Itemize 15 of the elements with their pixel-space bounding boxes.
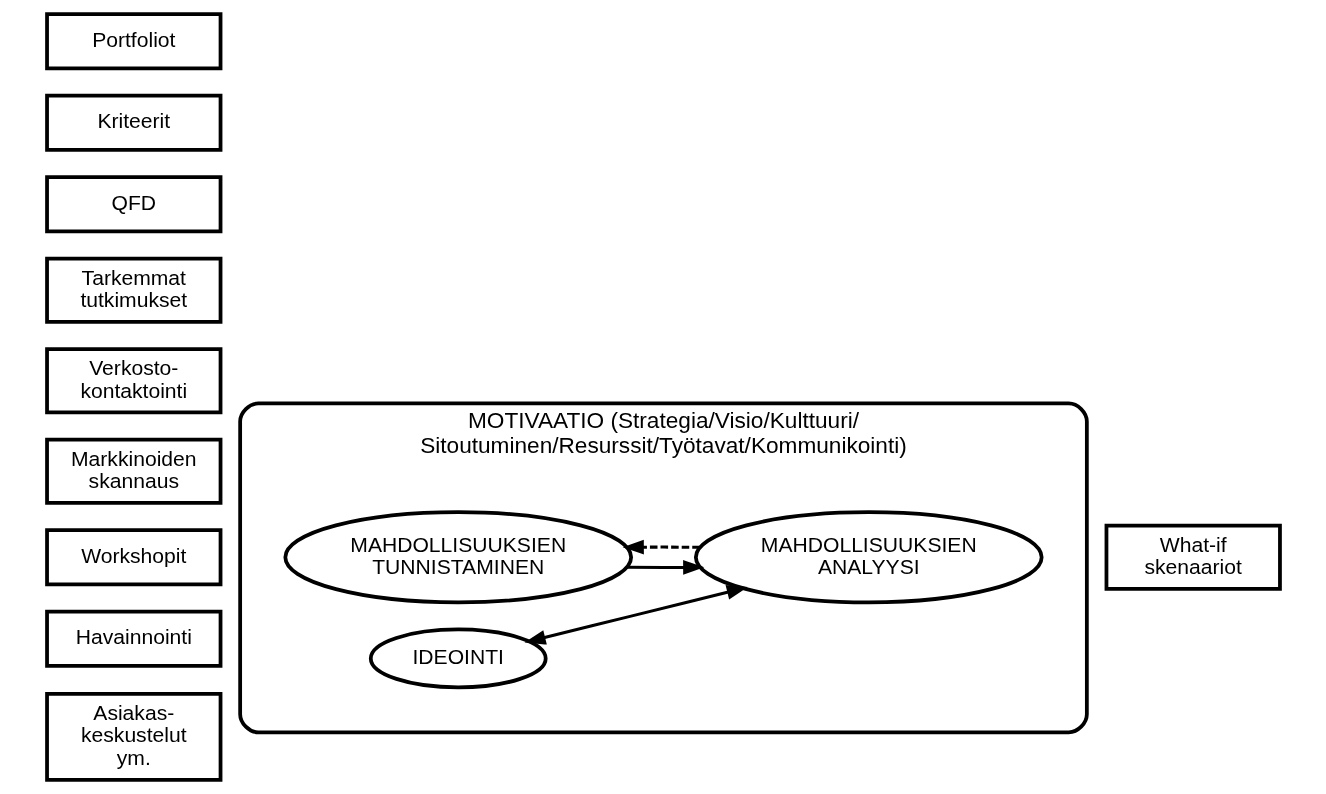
- node-box: Verkosto- kontaktointi: [44, 347, 222, 415]
- node-box: Kriteerit: [44, 93, 222, 152]
- node-box: Asiakas- keskustelut ym.: [44, 691, 222, 782]
- node-box: Workshopit: [44, 528, 222, 587]
- node-box: Havainnointi: [44, 609, 222, 668]
- node-ellipse: MAHDOLLISUUKSIEN ANALYYSI: [693, 510, 1044, 605]
- node-ellipse: MAHDOLLISUUKSIEN TUNNISTAMINEN: [282, 510, 633, 605]
- arrow: [626, 560, 704, 575]
- node-box: Tarkemmat tutkimukset: [44, 256, 222, 324]
- arrow: [622, 539, 700, 555]
- node-box: QFD: [44, 175, 222, 234]
- node-box: Markkinoiden skannaus: [44, 437, 222, 505]
- node-box: Portfoliot: [44, 12, 222, 71]
- arrow: [524, 585, 748, 645]
- node-box: What-if skenaariot: [1104, 523, 1282, 591]
